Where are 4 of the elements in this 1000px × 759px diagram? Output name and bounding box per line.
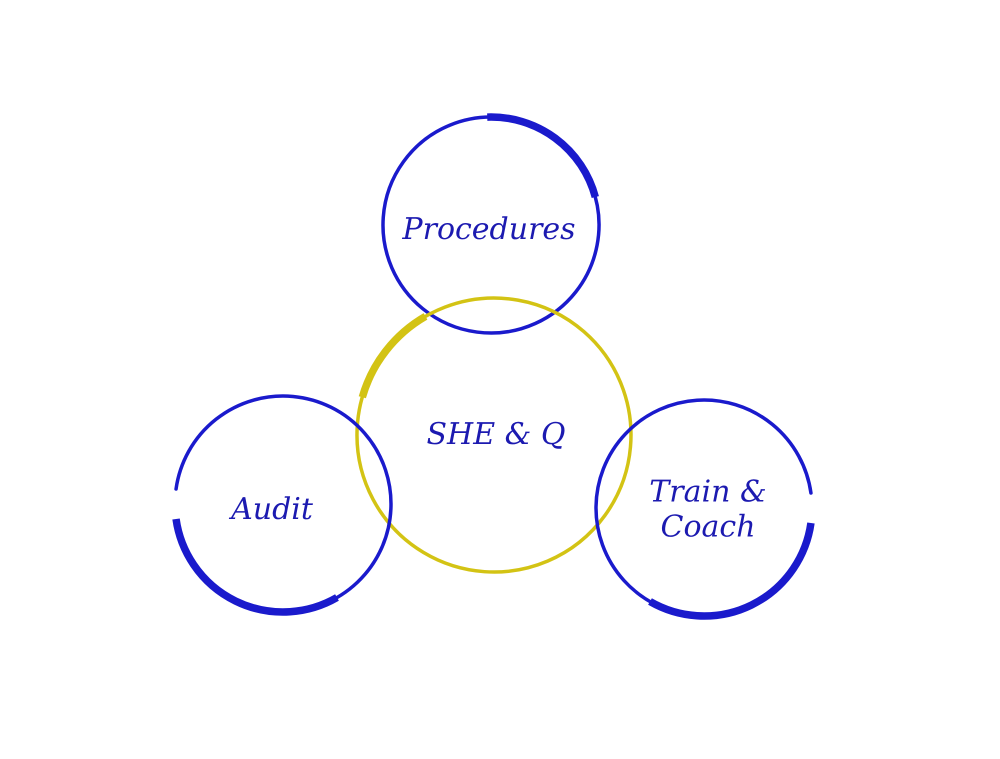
node-label: Procedures	[402, 212, 576, 248]
node-label: Audit	[231, 492, 313, 528]
node-label: SHE & Q	[426, 418, 566, 452]
node-label: Train & Coach	[648, 476, 768, 544]
